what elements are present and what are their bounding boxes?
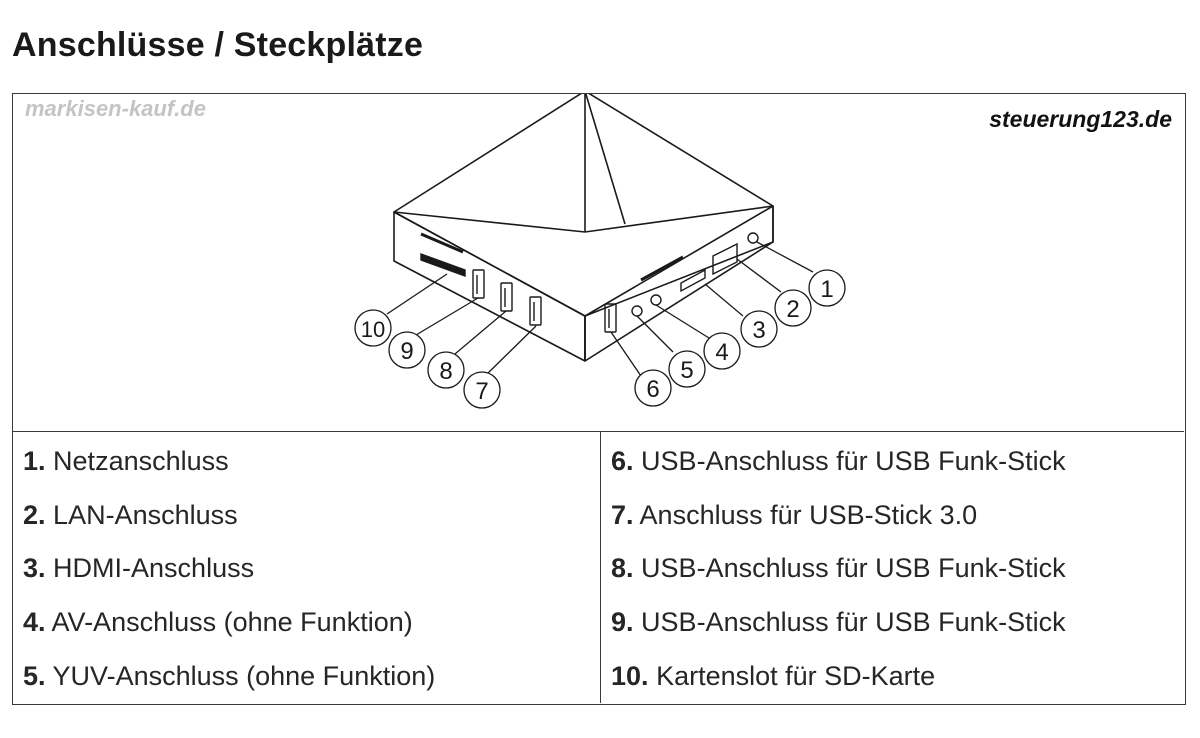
hdmi-port <box>680 268 706 293</box>
callout-4: 4 <box>715 339 728 366</box>
page-title: Anschlüsse / Steckplätze <box>12 26 424 64</box>
callout-10: 10 <box>361 317 385 342</box>
power-port <box>747 232 759 244</box>
legend-item: 2. LAN-Anschluss <box>23 500 238 531</box>
brand-logo: steuerung123.de <box>989 106 1172 132</box>
legend-number: 4. <box>23 607 46 637</box>
legend-text: Netzanschluss <box>53 446 229 476</box>
legend-text: HDMI-Anschluss <box>53 553 255 583</box>
legend-number: 5. <box>23 661 46 691</box>
legend-item: 3. HDMI-Anschluss <box>23 553 254 584</box>
legend-number: 7. <box>611 500 634 530</box>
callout-2: 2 <box>786 296 799 323</box>
callout-1: 1 <box>820 276 833 303</box>
usb-port-7 <box>529 296 542 326</box>
legend-item: 6. USB-Anschluss für USB Funk-Stick <box>611 446 1066 477</box>
legend-right: 6. USB-Anschluss für USB Funk-Stick 7. A… <box>611 432 1181 703</box>
callout-7: 7 <box>475 378 488 405</box>
legend-number: 10. <box>611 661 649 691</box>
legend-number: 2. <box>23 500 46 530</box>
callout-3: 3 <box>752 317 765 344</box>
device-top <box>393 94 774 317</box>
legend-number: 1. <box>23 446 46 476</box>
legend-text: YUV-Anschluss (ohne Funktion) <box>52 661 436 691</box>
legend-number: 9. <box>611 607 634 637</box>
device-drawing: 1 2 3 4 5 6 7 8 9 10 <box>354 94 846 409</box>
legend-item: 7. Anschluss für USB-Stick 3.0 <box>611 500 977 531</box>
legend-text: LAN-Anschluss <box>53 500 238 530</box>
legend-item: 10. Kartenslot für SD-Karte <box>611 661 935 692</box>
usb-port-8 <box>500 282 513 312</box>
watermark-text: markisen-kauf.de <box>25 96 206 121</box>
top-slot-right <box>640 255 684 282</box>
callout-5: 5 <box>680 357 693 384</box>
legend-text: AV-Anschluss (ohne Funktion) <box>51 607 413 637</box>
legend-text: Anschluss für USB-Stick 3.0 <box>639 500 978 530</box>
av-port <box>650 294 662 306</box>
legend-item: 5. YUV-Anschluss (ohne Funktion) <box>23 661 435 692</box>
callout-9: 9 <box>400 338 413 365</box>
callout-6: 6 <box>646 376 659 403</box>
legend-number: 8. <box>611 553 634 583</box>
device-illustration: markisen-kauf.de steuerung123.de <box>13 94 1184 432</box>
legend-item: 9. USB-Anschluss für USB Funk-Stick <box>611 607 1066 638</box>
callout-8: 8 <box>439 358 452 385</box>
vertical-divider <box>600 432 601 703</box>
horizontal-divider <box>13 431 1184 432</box>
legend-text: USB-Anschluss für USB Funk-Stick <box>641 607 1066 637</box>
legend-number: 6. <box>611 446 634 476</box>
legend-item: 4. AV-Anschluss (ohne Funktion) <box>23 607 413 638</box>
lan-port <box>712 242 738 276</box>
legend-item: 1. Netzanschluss <box>23 446 229 477</box>
legend-text: Kartenslot für SD-Karte <box>656 661 936 691</box>
sd-slot-upper <box>420 232 464 254</box>
diagram-frame: markisen-kauf.de steuerung123.de <box>12 93 1186 705</box>
legend-text: USB-Anschluss für USB Funk-Stick <box>641 553 1066 583</box>
legend-text: USB-Anschluss für USB Funk-Stick <box>641 446 1066 476</box>
usb-port-6 <box>604 303 617 333</box>
sd-card-slot <box>420 253 466 277</box>
legend-left: 1. Netzanschluss 2. LAN-Anschluss 3. HDM… <box>23 432 593 703</box>
yuv-port <box>631 305 643 317</box>
legend-item: 8. USB-Anschluss für USB Funk-Stick <box>611 553 1066 584</box>
legend-number: 3. <box>23 553 46 583</box>
usb-port-9 <box>472 269 485 299</box>
